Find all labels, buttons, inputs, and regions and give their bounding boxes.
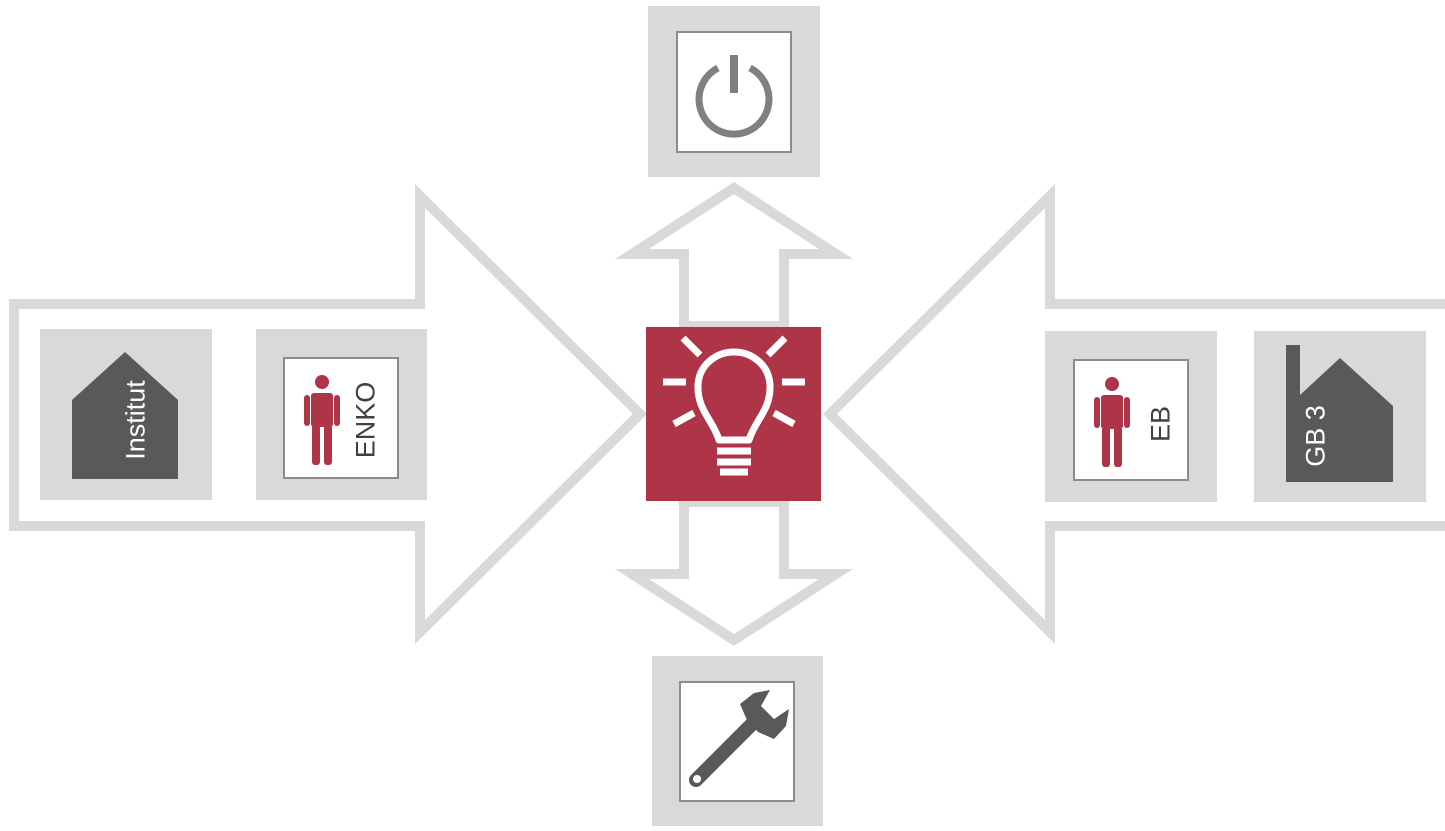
right-arrow bbox=[822, 184, 1445, 644]
house-icon bbox=[72, 352, 178, 479]
house-icon bbox=[1286, 345, 1393, 482]
gb3-tile bbox=[1254, 331, 1426, 502]
lightbulb-icon bbox=[663, 335, 805, 476]
institut-tile bbox=[40, 329, 212, 500]
left-arrow bbox=[9, 184, 648, 644]
person-icon bbox=[304, 375, 340, 465]
up-arrow bbox=[615, 182, 853, 331]
down-arrow bbox=[615, 497, 853, 646]
power-tile bbox=[648, 6, 820, 177]
eb-tile bbox=[1045, 331, 1217, 502]
lightbulb-tile bbox=[646, 327, 821, 501]
enko-tile bbox=[256, 329, 427, 500]
wrench-tile bbox=[652, 656, 823, 826]
person-icon bbox=[1094, 377, 1130, 467]
power-icon bbox=[695, 55, 773, 138]
wrench-icon bbox=[689, 690, 789, 787]
